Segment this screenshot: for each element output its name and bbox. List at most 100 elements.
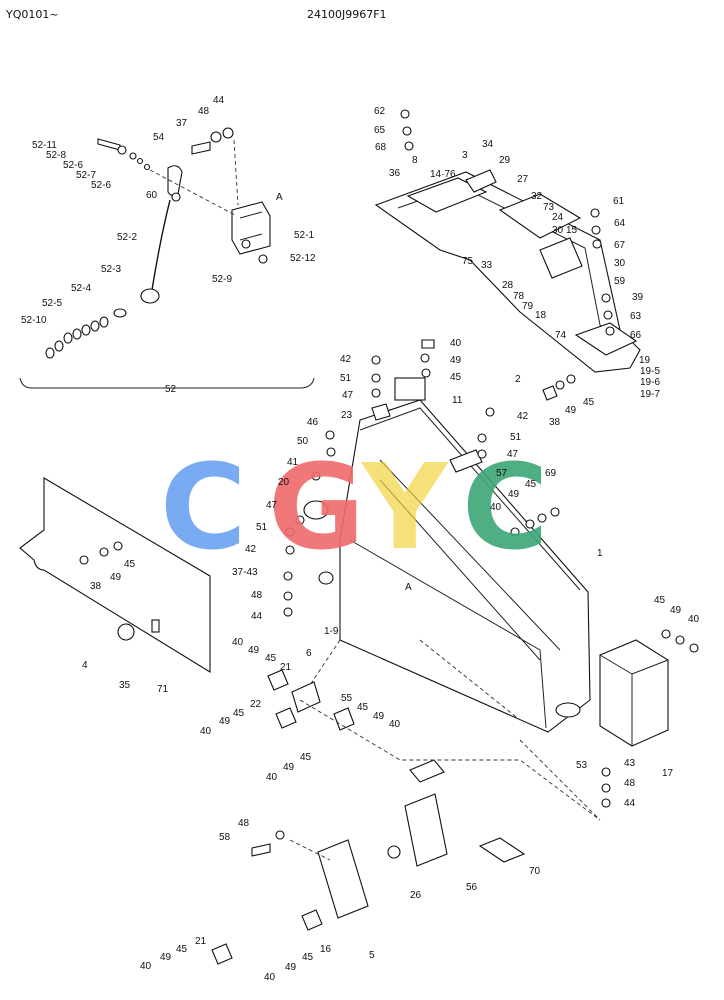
callout-label: 45 xyxy=(300,752,312,763)
callout-label: 29 xyxy=(499,155,511,166)
callout-label: 24 xyxy=(552,212,564,223)
switch-26 xyxy=(387,845,401,859)
washer-64 xyxy=(591,225,601,235)
washer-48 xyxy=(210,131,222,143)
side-panel-group xyxy=(19,477,211,673)
assembly-line xyxy=(289,699,601,861)
callout-label: 49 xyxy=(285,962,297,973)
callout-label: 45 xyxy=(124,559,136,570)
control-panel-group xyxy=(374,109,641,401)
washer-52-7 xyxy=(136,157,144,165)
callout-label: 66 xyxy=(630,330,642,341)
washer-51 xyxy=(371,373,381,383)
callout-label: 49 xyxy=(670,605,682,616)
washer-60 xyxy=(171,192,181,202)
bracket-21b xyxy=(211,943,233,965)
callout-label: 68 xyxy=(375,142,387,153)
callout-label: 52-10 xyxy=(21,315,47,326)
callout-label: 19-7 xyxy=(640,389,660,400)
washer-68 xyxy=(404,141,414,151)
lever-assembly-group xyxy=(19,127,315,389)
bolt-37-43 xyxy=(283,571,293,581)
lever-rod xyxy=(151,199,171,291)
callout-label: 52-7 xyxy=(76,170,96,181)
callout-label: 38 xyxy=(549,417,561,428)
callout-label: 49 xyxy=(160,952,172,963)
washer-48d xyxy=(275,830,285,840)
washer-47c xyxy=(295,515,305,525)
callout-label: 45 xyxy=(265,653,277,664)
bolt-52-11 xyxy=(97,138,121,151)
bolt-43 xyxy=(601,767,611,777)
callout-label: 54 xyxy=(153,132,165,143)
washer-51c xyxy=(285,527,295,537)
connector-74 xyxy=(539,237,583,279)
bolt-38 xyxy=(542,385,558,401)
callout-label: 45 xyxy=(176,944,188,955)
callout-label: 47 xyxy=(507,449,519,460)
callout-label: 14·76 xyxy=(430,169,456,180)
frame-edge xyxy=(349,407,581,729)
callout-label: 62 xyxy=(374,106,386,117)
callout-label: 55 xyxy=(341,693,353,704)
callout-label: 16 xyxy=(320,944,332,955)
callout-label: 45 xyxy=(525,479,537,490)
callout-label: 52-6 xyxy=(63,160,83,171)
washer-52-6 xyxy=(129,152,137,160)
callout-label: 38 xyxy=(90,581,102,592)
callout-label: 51 xyxy=(256,522,268,533)
side-panel-4 xyxy=(19,477,211,673)
callout-label: 48 xyxy=(238,818,250,829)
callout-label: 36 xyxy=(389,168,401,179)
callout-label: 46 xyxy=(307,417,319,428)
assembly-line xyxy=(149,169,236,216)
callout-label: 52-8 xyxy=(46,150,66,161)
relay-23 xyxy=(371,403,391,421)
callout-label: 51 xyxy=(510,432,522,443)
view-marker-a-top: A xyxy=(276,192,283,203)
callout-label: 26 xyxy=(410,890,422,901)
callout-label: 48 xyxy=(624,778,636,789)
washer-49d xyxy=(675,635,685,645)
bracket-22 xyxy=(275,707,297,729)
callout-label: 20 xyxy=(278,477,290,488)
callout-label: 19 xyxy=(639,355,651,366)
callout-label: 42 xyxy=(340,354,352,365)
washer-44b xyxy=(283,607,293,617)
washer-49e xyxy=(99,547,109,557)
washer-52-8 xyxy=(117,145,127,155)
ring-52-4e xyxy=(63,332,73,344)
callout-label: 3 xyxy=(462,150,468,161)
callout-label: 32 xyxy=(531,191,543,202)
callout-label: 40 xyxy=(266,772,278,783)
callout-label: 40 xyxy=(688,614,700,625)
bolt-61 xyxy=(590,208,600,218)
pivot-bolt xyxy=(241,239,251,249)
washer-45b xyxy=(421,368,431,378)
callout-label: 75 xyxy=(462,256,474,267)
callout-label: 48 xyxy=(198,106,210,117)
washer-49 xyxy=(555,380,565,390)
callout-label: 1-9 xyxy=(324,626,339,637)
callout-label: 44 xyxy=(251,611,263,622)
bracket-55 xyxy=(333,707,355,731)
ring-52-5 xyxy=(54,340,64,352)
battery-edge xyxy=(599,654,669,746)
washer-51a xyxy=(477,433,487,443)
washer-47a xyxy=(477,449,487,459)
callout-label: 45 xyxy=(233,708,245,719)
assembly-line xyxy=(299,639,601,821)
harness-70 xyxy=(478,837,526,863)
frame-rail xyxy=(379,459,561,661)
frame-1 xyxy=(339,399,591,733)
callout-label: 52-9 xyxy=(212,274,232,285)
watermark-letter-y: Y xyxy=(360,438,449,576)
callout-label: 1 xyxy=(597,548,603,559)
callout-label: 40 xyxy=(232,637,244,648)
callout-label: 53 xyxy=(576,760,588,771)
callout-label: 15 xyxy=(566,225,578,236)
callout-label: 45 xyxy=(583,397,595,408)
knob-35 xyxy=(117,623,135,641)
callout-label: 61 xyxy=(613,196,625,207)
